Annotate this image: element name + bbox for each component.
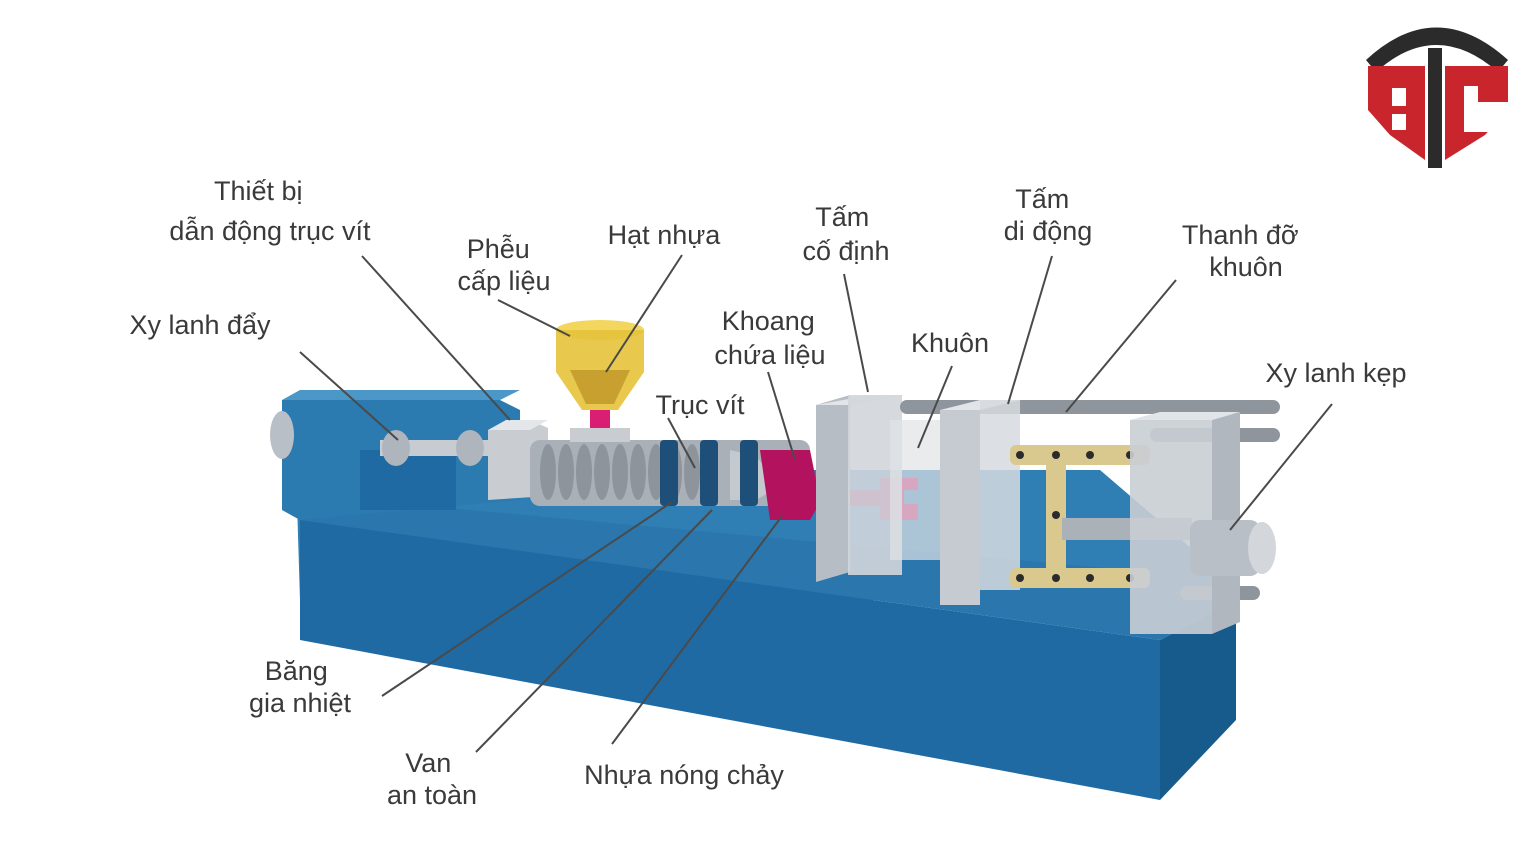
leader-xy-lanh-kep <box>1229 403 1333 531</box>
label-bang-gia-nhiet: Băng gia nhiệt <box>249 656 352 718</box>
hopper <box>556 320 644 442</box>
leader-tam-co-dinh <box>843 273 869 393</box>
atc-logo <box>1366 27 1508 168</box>
clamp-cylinder <box>1190 520 1276 576</box>
label-khuon: Khuôn <box>911 328 989 358</box>
leader-thanh-do <box>1065 279 1177 413</box>
leader-lines <box>299 254 1333 753</box>
label-tam-co-dinh: Tấm cố định <box>802 202 889 266</box>
injection-housing <box>270 390 520 520</box>
label-hat-nhua: Hạt nhựa <box>608 220 722 250</box>
leader-nhua-nong-chay <box>611 515 783 745</box>
label-van-an-toan: Van an toàn <box>387 748 477 810</box>
label-nhua-nong-chay: Nhựa nóng chảy <box>584 760 784 790</box>
label-tam-di-dong: Tấm di động <box>1004 184 1093 246</box>
label-pheu-cap-lieu: Phễu cấp liệu <box>457 233 550 296</box>
label-thiet-bi: Thiết bị dẫn động trục vít <box>169 176 371 246</box>
leader-pheu <box>497 299 571 337</box>
label-xy-lanh-kep: Xy lanh kẹp <box>1265 358 1406 388</box>
label-khoang-chua-lieu: Khoang chứa liệu <box>714 306 825 370</box>
leader-xy-lanh-day <box>299 351 399 441</box>
push-cylinder <box>380 430 490 466</box>
moving-platen <box>940 400 1020 605</box>
leader-tam-di-dong <box>1007 255 1053 405</box>
barrel-screw <box>530 440 810 506</box>
leader-bang-gia-nhiet <box>381 501 673 697</box>
label-xy-lanh-day: Xy lanh đẩy <box>129 310 271 340</box>
label-truc-vit: Trục vít <box>655 390 745 420</box>
leader-van-an-toan <box>475 509 713 753</box>
leader-truc-vit <box>667 417 696 469</box>
label-thanh-do-khuon: Thanh đỡ khuôn <box>1182 220 1306 282</box>
leader-thiet-bi <box>361 255 511 421</box>
leader-khoang <box>767 371 796 461</box>
clamp-platen <box>1130 412 1240 634</box>
leader-khuon <box>917 365 953 449</box>
labels: Thiết bị dẫn động trục vít Phễu cấp liệu… <box>129 176 1406 810</box>
leader-hat-nhua <box>605 254 683 373</box>
